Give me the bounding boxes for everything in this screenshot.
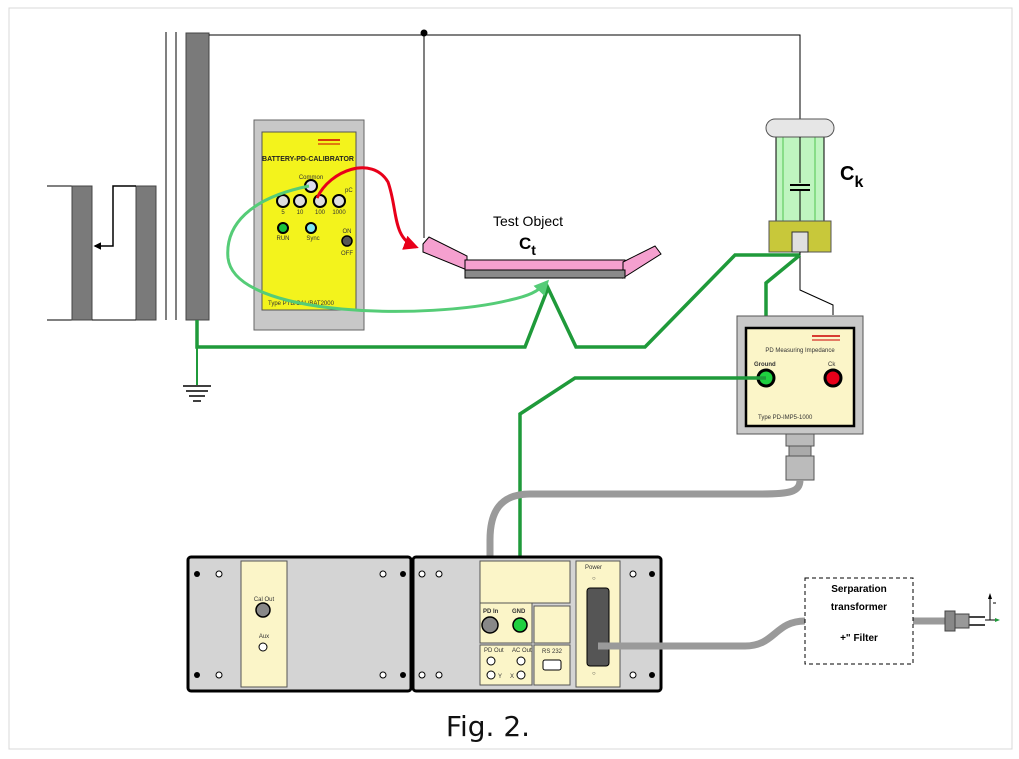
gnd-wire [518, 376, 766, 622]
power-connector[interactable] [586, 587, 610, 667]
rs232-label: RS 232 [542, 649, 563, 655]
separation-line2: transformer [831, 602, 887, 613]
hv-transformer [165, 32, 210, 321]
power-label: Power [585, 565, 602, 571]
sync-label: Sync [306, 236, 319, 242]
on-label: ON [343, 229, 352, 235]
mains-plug-icon [944, 593, 1000, 632]
pd-measuring-impedance: PD Measuring Impedance Ground Ck Type PD… [736, 315, 864, 481]
calibrator-green-lead [226, 184, 550, 313]
coupling-capacitor-symbol: Ck [840, 163, 863, 191]
test-object-title: Test Object [493, 213, 563, 229]
ac-out-y-socket[interactable] [516, 656, 526, 666]
separation-line3: +" Filter [840, 633, 878, 644]
range-5-button[interactable] [276, 194, 290, 208]
ground-symbol-icon [183, 385, 211, 402]
calibrator-common-label: Common [299, 175, 323, 181]
sync-led [305, 222, 317, 234]
test-object-symbol: Ct [519, 234, 536, 258]
cal-out-label: Cal Out [254, 597, 275, 603]
impedance-ck-socket[interactable] [823, 368, 843, 388]
impedance-title: PD Measuring Impedance [765, 348, 835, 354]
range-100-button[interactable] [313, 194, 327, 208]
calibrator-unit-label: pC [345, 188, 353, 194]
range-5-label: 5 [281, 210, 285, 216]
variac [47, 185, 157, 321]
pd-in-label: PD In [483, 609, 499, 615]
pd-in-socket[interactable] [481, 616, 499, 634]
x-label: X [510, 674, 514, 680]
impedance-type-label: Type PD-IMP5-1000 [758, 415, 813, 421]
coax-cable [486, 479, 804, 622]
range-1000-button[interactable] [332, 194, 346, 208]
range-10-button[interactable] [293, 194, 307, 208]
ac-out-label: AC Out [512, 648, 532, 654]
range-100-label: 100 [315, 210, 326, 216]
pd-out-label: PD Out [484, 648, 504, 654]
impedance-ground-label: Ground [754, 362, 776, 368]
range-1000-label: 1000 [332, 210, 346, 216]
instrument-rack-left: Cal Out Aux [186, 555, 413, 693]
coupling-capacitor [765, 118, 835, 315]
rs232-port[interactable] [542, 659, 562, 671]
run-led [277, 222, 289, 234]
run-label: RUN [277, 236, 290, 242]
gnd-socket[interactable] [512, 617, 528, 633]
gnd-label: GND [512, 609, 526, 615]
calibrator-title: BATTERY-PD-CALIBRATOR [262, 156, 354, 163]
calibrator-red-lead [315, 166, 419, 250]
off-label: OFF [341, 251, 353, 257]
pd-out-socket[interactable] [486, 656, 496, 666]
aux-label: Aux [259, 634, 269, 640]
power-toggle[interactable] [341, 235, 353, 247]
battery-pd-calibrator: BATTERY-PD-CALIBRATOR Common pC 5 10 100… [253, 119, 365, 331]
impedance-ck-label: Ck [828, 362, 836, 368]
test-object [422, 236, 662, 279]
svg-text:○: ○ [592, 576, 596, 582]
separation-line1: Serparation [831, 584, 887, 595]
cal-out-socket[interactable] [255, 602, 271, 618]
ac-out-x-socket[interactable] [516, 670, 526, 680]
instrument-rack-right: PD In GND PD Out AC Out Y X RS 232 Power… [411, 555, 663, 693]
y-label: Y [498, 674, 502, 680]
cable-gap [845, 614, 875, 628]
figure-frame [8, 7, 1013, 750]
power-cable [598, 617, 945, 650]
aux-socket[interactable] [258, 642, 268, 652]
svg-text:○: ○ [592, 671, 596, 677]
hv-bus [209, 29, 801, 238]
range-10-label: 10 [297, 210, 304, 216]
ground-wire [195, 253, 800, 385]
figure-caption: Fig. 2. [446, 710, 530, 743]
